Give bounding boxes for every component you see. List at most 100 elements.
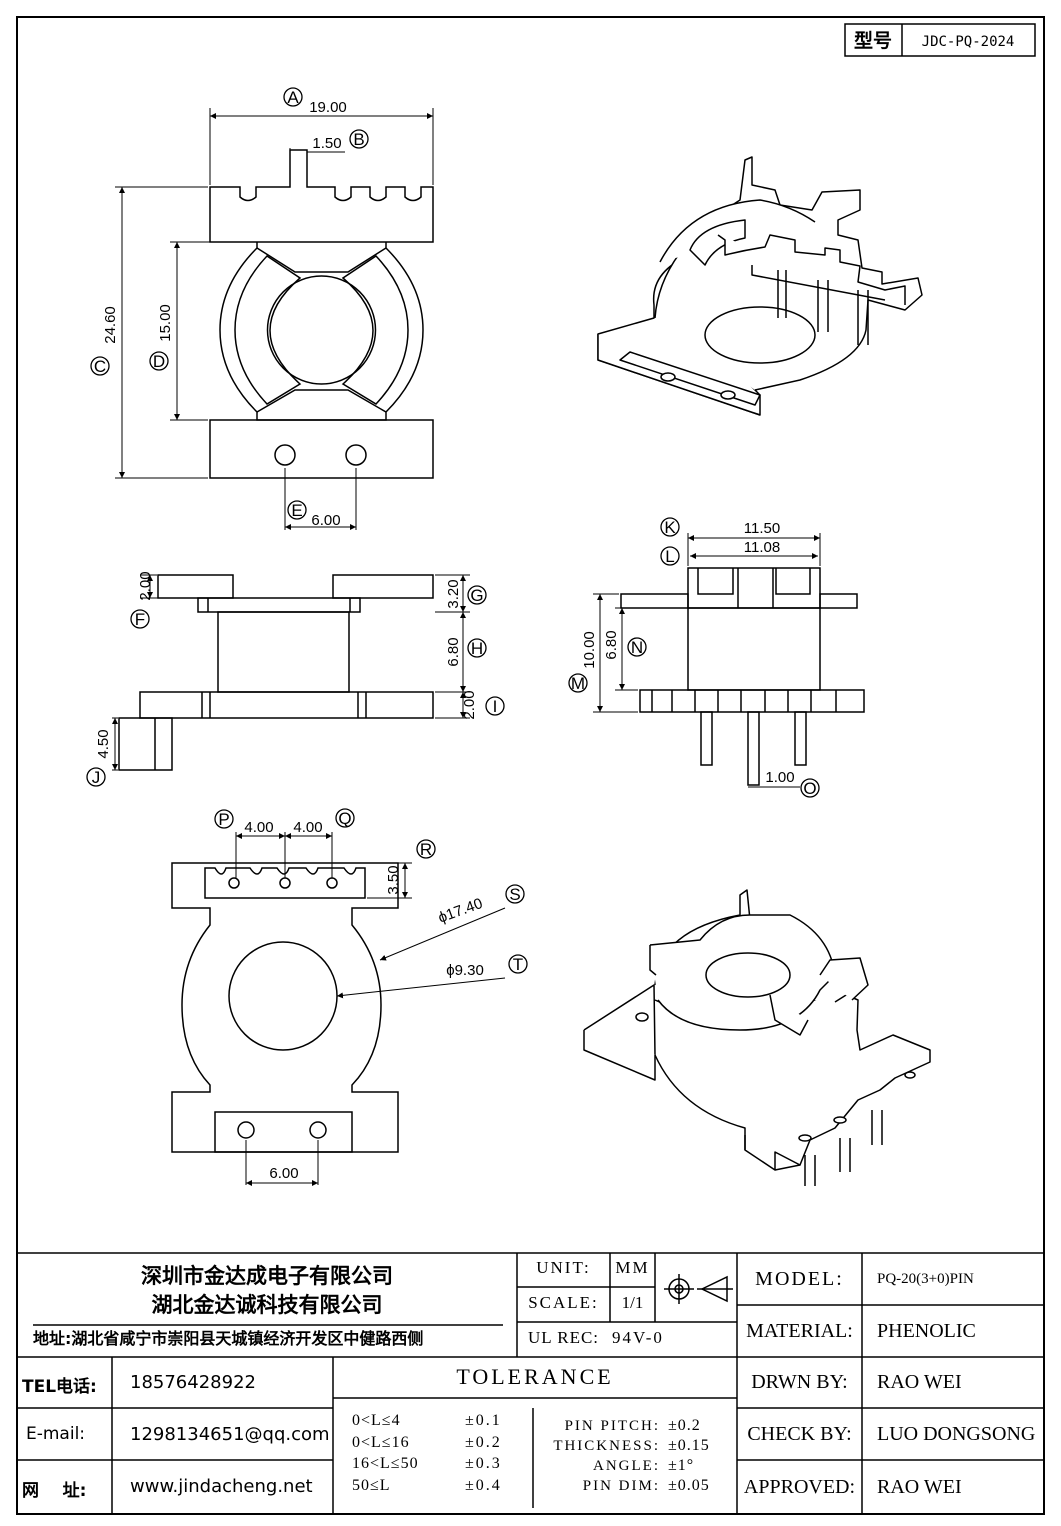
svg-text:P: P — [218, 810, 229, 829]
spec-label: THICKNESS: — [553, 1438, 660, 1454]
scale-label: SCALE: — [528, 1293, 599, 1312]
material-value: PHENOLIC — [877, 1320, 976, 1342]
bottom-view — [171, 832, 506, 1186]
dim-m: 10.00 — [581, 631, 598, 669]
svg-text:T: T — [513, 955, 523, 974]
svg-text:A: A — [287, 88, 299, 107]
drawn-value: RAO WEI — [877, 1371, 962, 1393]
company-name-2: 湖北金达诚科技有限公司 — [151, 1293, 383, 1317]
drawn-label: DRWN BY: — [751, 1371, 848, 1393]
spec-value: ±1° — [668, 1457, 695, 1474]
dim-bottom-pin: 6.00 — [269, 1165, 298, 1182]
dim-b: 1.50 — [312, 135, 341, 152]
svg-text:E: E — [291, 501, 302, 520]
email-label: E-mail: — [26, 1424, 86, 1444]
spec-value: ±0.2 — [668, 1417, 701, 1434]
projection-symbol-icon — [664, 1274, 733, 1304]
model-value: PQ-20(3+0)PIN — [877, 1271, 974, 1287]
ulrec-label: UL REC: — [527, 1328, 600, 1347]
dim-d: 15.00 — [157, 304, 174, 342]
spec-labels: PIN PITCH: THICKNESS: ANGLE: PIN DIM: — [538, 1416, 660, 1496]
web-label: 网 址: — [22, 1481, 87, 1501]
unit-value: MM — [615, 1258, 650, 1277]
dim-j: 4.50 — [95, 729, 112, 758]
svg-text:S: S — [509, 885, 520, 904]
side-view-labels: K 11.50 L 11.08 M 10.00 6.80 N 1.00 O — [568, 517, 820, 798]
svg-text:F: F — [135, 610, 145, 629]
svg-text:O: O — [803, 779, 816, 798]
part-number-box: 型号 JDC-PQ-2024 — [844, 23, 1036, 57]
top-view — [115, 108, 434, 530]
dim-h: 6.80 — [445, 637, 462, 666]
scale-value: 1/1 — [621, 1293, 644, 1312]
front-view — [112, 574, 470, 771]
spec-label: ANGLE: — [593, 1458, 660, 1474]
svg-text:B: B — [353, 130, 364, 149]
web-value[interactable]: www.jindacheng.net — [130, 1476, 313, 1497]
check-label: CHECK BY: — [747, 1423, 852, 1445]
svg-text:D: D — [153, 352, 165, 371]
dim-o: 1.00 — [765, 769, 794, 786]
isometric-view-1 — [597, 156, 923, 416]
email-value[interactable]: 1298134651@qq.com — [130, 1424, 330, 1445]
tolerance-title: TOLERANCE — [456, 1364, 614, 1389]
spec-value: ±0.15 — [668, 1437, 710, 1454]
isometric-view-2 — [583, 889, 931, 1186]
dim-l: 11.08 — [744, 539, 780, 556]
dim-i: 2.00 — [461, 690, 478, 719]
tolerance-value: ±0.2 — [465, 1433, 502, 1451]
dim-p: 4.00 — [244, 819, 273, 836]
unit-label: UNIT: — [536, 1258, 591, 1277]
tolerance-range: 0<L≤16 — [352, 1433, 410, 1451]
company-name-1: 深圳市金达成电子有限公司 — [141, 1264, 393, 1288]
approved-label: APPROVED: — [743, 1476, 856, 1498]
svg-text:M: M — [571, 674, 585, 693]
svg-text:J: J — [92, 768, 101, 787]
company-address: 地址:湖北省咸宁市崇阳县天城镇经济开发区中健路西侧 — [33, 1329, 424, 1348]
spec-label: PIN PITCH: — [564, 1418, 660, 1434]
dim-k: 11.50 — [744, 520, 780, 537]
tel-label: TEL电话: — [22, 1377, 97, 1397]
front-view-labels: 2.00 F 3.20 G 6.80 H 2.00 I 4.50 J — [86, 571, 505, 787]
model-label: MODEL: — [755, 1268, 844, 1290]
spec-label: PIN DIM: — [582, 1478, 660, 1494]
part-number-value: JDC-PQ-2024 — [922, 34, 1015, 50]
top-view-labels: A 19.00 1.50 B C 24.60 D 15.00 E 6.00 — [90, 87, 369, 529]
tel-value: 18576428922 — [130, 1372, 256, 1393]
svg-text:H: H — [471, 639, 483, 658]
dim-r: 3.50 — [385, 865, 402, 894]
tolerance-range: 16<L≤50 — [352, 1455, 419, 1472]
part-number-label: 型号 — [854, 29, 892, 52]
material-label: MATERIAL: — [746, 1320, 853, 1342]
tolerance-value: ±0.4 — [465, 1476, 502, 1494]
dim-q: 4.00 — [293, 819, 322, 836]
svg-text:C: C — [94, 357, 106, 376]
tolerance-range: 0<L≤4 — [352, 1412, 401, 1429]
approved-value: RAO WEI — [877, 1476, 962, 1498]
dim-a: 19.00 — [309, 99, 347, 116]
dim-e: 6.00 — [311, 512, 340, 529]
tolerance-range: 50≤L — [352, 1476, 391, 1494]
svg-text:R: R — [420, 840, 432, 859]
svg-text:G: G — [470, 586, 483, 605]
dim-n: 6.80 — [603, 630, 620, 659]
dim-g: 3.20 — [445, 579, 462, 608]
spec-value: ±0.05 — [668, 1477, 710, 1494]
ulrec-value: 94V-0 — [612, 1328, 664, 1347]
tolerance-values: ±0.1 ±0.2 ±0.3 ±0.4 — [465, 1410, 502, 1496]
tolerance-ranges: 0<L≤4 0<L≤16 16<L≤50 50≤L — [352, 1410, 419, 1496]
tolerance-value: ±0.1 — [465, 1412, 502, 1429]
bottom-view-labels: P 4.00 4.00 Q R 3.50 ϕ17.40 S ϕ9.30 T 6.… — [214, 808, 528, 1182]
svg-text:I: I — [493, 697, 498, 716]
spec-values: ±0.2 ±0.15 ±1° ±0.05 — [668, 1416, 710, 1496]
svg-text:Q: Q — [338, 809, 351, 828]
tolerance-value: ±0.3 — [465, 1455, 502, 1472]
check-value: LUO DONGSONG — [877, 1423, 1036, 1445]
side-view — [593, 533, 865, 788]
svg-text:N: N — [631, 638, 643, 657]
dim-t: ϕ9.30 — [446, 962, 484, 979]
page-border — [16, 16, 1045, 1515]
dim-c: 24.60 — [102, 306, 119, 344]
